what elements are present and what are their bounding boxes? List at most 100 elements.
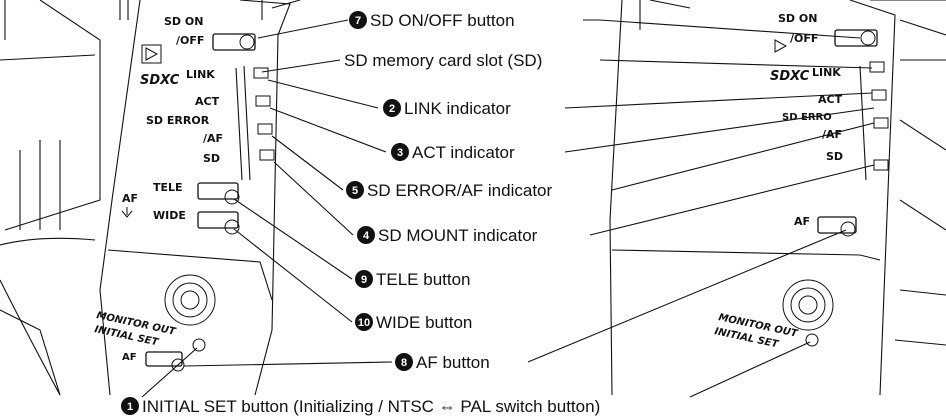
right-sd-mount-indicator	[873, 159, 889, 171]
svg-text:1: 1	[127, 401, 133, 413]
right-sd-slot	[859, 65, 867, 181]
left-sd-mount-indicator	[259, 149, 275, 161]
left-wide-button[interactable]	[197, 211, 239, 229]
leader-line-sd-error-right	[611, 122, 875, 191]
svg-text:3: 3	[397, 147, 403, 159]
leader-line-slot-right	[599, 59, 873, 69]
svg-text:4: 4	[363, 230, 370, 242]
callout-wide: 10 WIDE button	[355, 313, 472, 332]
play-icon	[145, 47, 159, 61]
left-sd-slot	[235, 65, 251, 181]
left-label-af-bottom: AF	[122, 352, 137, 363]
leader-line-slot-left	[261, 59, 341, 73]
right-panel-edge	[849, 0, 896, 396]
right-housing-edge	[894, 289, 946, 346]
callout-link-label: LINK indicator	[404, 99, 511, 118]
left-tele-knob	[224, 189, 240, 205]
callout-act-label: ACT indicator	[412, 143, 515, 162]
leader-line-sd-mount-left	[273, 161, 354, 236]
leader-line-af-left	[183, 361, 393, 367]
leader-line-link-left	[267, 79, 379, 109]
left-label-sd: SD	[203, 152, 220, 165]
callout-sd-slot-label: SD memory card slot (SD)	[344, 51, 542, 70]
callout-tele: 9 TELE button	[355, 270, 471, 289]
left-label-sd-error: SD ERROR	[146, 114, 210, 127]
left-monitor-out-jack	[164, 274, 216, 326]
callout-wide-label: WIDE button	[376, 313, 472, 332]
right-label-af: AF	[794, 215, 810, 228]
callout-sd-mount: 4 SD MOUNT indicator	[357, 226, 538, 245]
right-housing-edge	[899, 119, 946, 231]
leader-line-sd-mount-right	[589, 164, 875, 236]
left-initial-set-button[interactable]	[192, 338, 206, 352]
left-link-indicator	[253, 67, 269, 79]
left-label-act: ACT	[195, 95, 220, 108]
leader-lines	[141, 19, 875, 398]
right-camera-panel: SD ON /OFF SDXC LINK ACT SD ERRO /AF SD …	[609, 0, 946, 396]
callout-act: 3 ACT indicator	[391, 143, 515, 162]
left-housing-edge	[0, 309, 61, 396]
left-grip-lines	[19, 140, 61, 230]
callout-af: 8 AF button	[395, 353, 490, 372]
right-act-indicator	[871, 89, 887, 101]
right-panel-edge	[639, 0, 691, 30]
left-monitor-out-jack-inner	[172, 282, 208, 318]
callout-number-badge: 3	[391, 143, 409, 161]
right-monitor-out-jack-core	[798, 295, 818, 315]
left-sd-error-indicator	[257, 123, 273, 135]
callout-number-badge: 1	[121, 397, 139, 415]
callout-number-badge: 10	[355, 313, 373, 331]
left-wide-knob	[224, 219, 240, 235]
left-af-knob	[171, 358, 185, 372]
svg-text:7: 7	[355, 15, 361, 27]
left-label-off: /OFF	[176, 34, 204, 47]
left-tele-button[interactable]	[197, 182, 239, 200]
callout-number-badge: 9	[355, 270, 373, 288]
callout-number-badge: 2	[383, 99, 401, 117]
play-icon	[774, 39, 788, 53]
arrow-down-icon	[121, 207, 133, 218]
right-label-off: /OFF	[790, 32, 818, 45]
right-panel-edge	[609, 0, 623, 396]
left-camera-panel: SD ON /OFF SDXC LINK ACT SD ERROR /AF SD…	[0, 0, 301, 396]
left-housing-edge	[119, 0, 129, 20]
right-label-act: ACT	[818, 93, 843, 106]
svg-text:5: 5	[352, 185, 358, 197]
left-housing-edge	[0, 54, 96, 61]
callout-af-label: AF button	[416, 353, 490, 372]
leader-line-link-right	[564, 92, 873, 109]
left-sd-onoff-button[interactable]	[212, 33, 256, 51]
right-sd-onoff-knob	[860, 30, 876, 46]
right-af-button[interactable]	[817, 216, 857, 234]
callout-number-badge: 7	[349, 11, 367, 29]
callout-sd-slot: SD memory card slot (SD)	[344, 51, 542, 70]
left-label-wide: WIDE	[153, 209, 186, 222]
callout-number-badge: 8	[395, 353, 413, 371]
callout-sd-onoff: 7 SD ON/OFF button	[349, 11, 515, 30]
left-label-link: LINK	[186, 68, 215, 81]
right-initial-set-button[interactable]	[805, 333, 819, 347]
right-label-link: LINK	[812, 66, 841, 79]
left-label-sd-on: SD ON	[164, 15, 203, 28]
leader-line-initial-set-left	[141, 347, 198, 398]
right-monitor-out-jack-inner	[790, 287, 826, 323]
left-label-tele: TELE	[153, 181, 183, 194]
callout-tele-label: TELE button	[376, 270, 471, 289]
right-af-knob	[840, 221, 856, 237]
left-sdxc-logo: SDXC	[140, 73, 180, 88]
leader-line-tele	[233, 198, 353, 280]
callout-initial-set: 1 INITIAL SET button (Initializing / NTS…	[121, 397, 600, 416]
right-sdxc-logo: SDXC	[770, 69, 810, 84]
right-monitor-out-jack	[782, 279, 834, 331]
right-sd-error-indicator	[873, 117, 889, 129]
left-housing-edge	[0, 279, 61, 396]
callout-number-badge: 4	[357, 226, 375, 244]
right-housing-edge	[870, 0, 946, 61]
callout-initial-set-label: INITIAL SET button (Initializing / NTSC …	[142, 397, 600, 416]
callout-sd-onoff-label: SD ON/OFF button	[370, 11, 515, 30]
leader-line-af-right	[527, 229, 847, 363]
callout-sd-error: 5 SD ERROR/AF indicator	[346, 181, 552, 200]
left-label-af: AF	[122, 192, 138, 205]
svg-text:2: 2	[389, 103, 395, 115]
